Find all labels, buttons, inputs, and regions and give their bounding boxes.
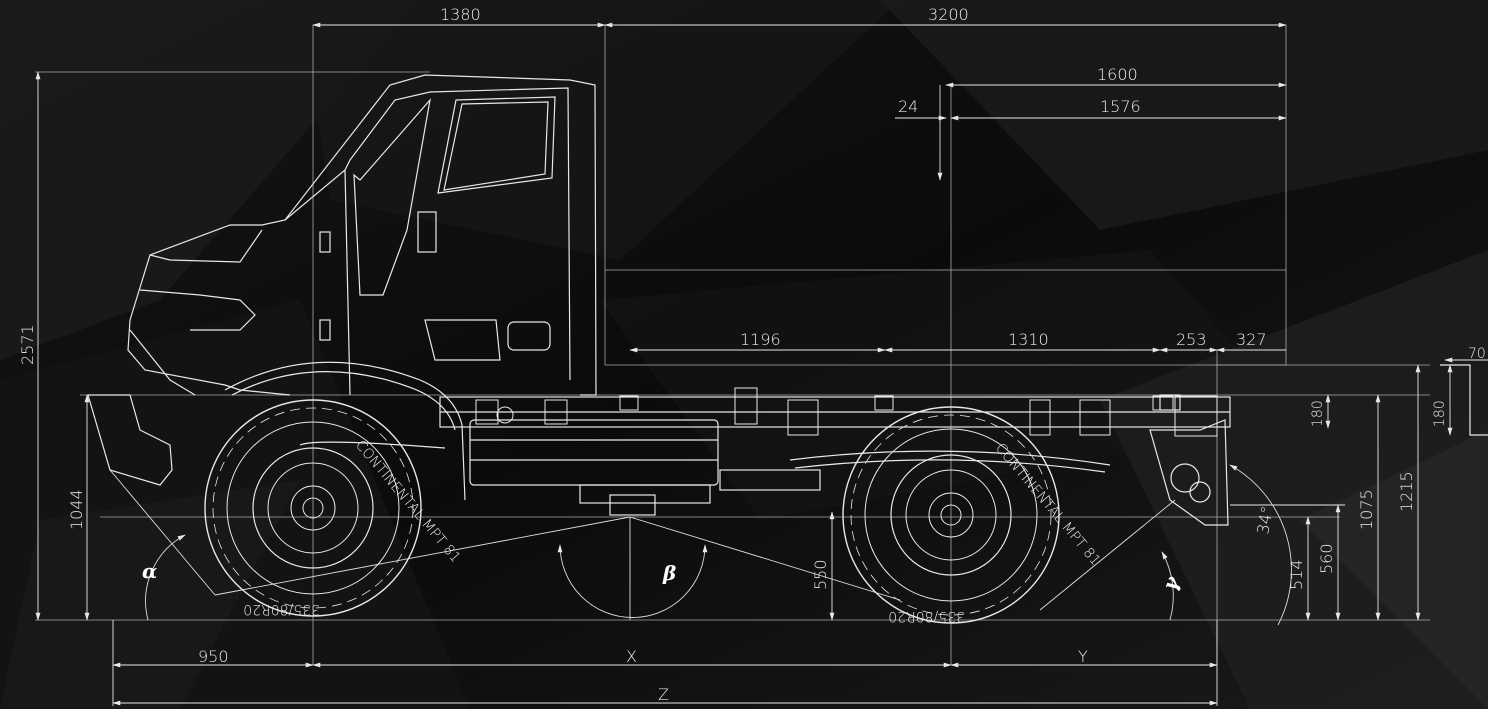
frame-brackets [475, 387, 1218, 437]
dim-1215: 1215 [1397, 471, 1416, 512]
dim-z: Z [658, 685, 669, 704]
dim-1576: 1576 [1100, 97, 1141, 116]
rear-wheel [842, 406, 1060, 624]
dim-180-frame: 180 [1310, 400, 1326, 427]
dim-1600: 1600 [1097, 65, 1138, 84]
ramp-angle-label: β [662, 561, 676, 585]
rear-tire-size: 335/80R20 [888, 608, 965, 624]
dimension-lines [35, 22, 1488, 706]
dim-2571: 2571 [18, 324, 37, 365]
dim-1310: 1310 [1008, 330, 1049, 349]
dim-550: 550 [811, 559, 830, 590]
dim-1380: 1380 [440, 5, 481, 24]
dim-y: Y [1078, 647, 1088, 666]
dim-24: 24 [898, 97, 918, 116]
dim-1075: 1075 [1357, 489, 1376, 530]
angle-lines [109, 85, 1292, 626]
front-tire-size: 335/80R20 [243, 601, 320, 617]
dim-180-detail: 180 [1432, 400, 1448, 427]
dim-x: X [626, 647, 637, 666]
dim-327: 327 [1236, 330, 1267, 349]
dimension-labels: 1380 3200 1600 1576 24 1196 1310 253 327… [18, 5, 1486, 704]
dim-253: 253 [1176, 330, 1207, 349]
dim-34-deg: 34° [1253, 504, 1277, 535]
dim-1044: 1044 [67, 489, 86, 530]
dim-1196: 1196 [740, 330, 781, 349]
dim-560: 560 [1317, 543, 1336, 574]
dim-514: 514 [1287, 559, 1306, 590]
approach-angle-label: α [142, 559, 157, 583]
dim-950: 950 [198, 647, 229, 666]
front-wheel [204, 399, 422, 617]
truck-outline [87, 74, 1488, 526]
reference-lines [35, 25, 1430, 665]
dim-70: 70 [1468, 346, 1486, 362]
dim-3200: 3200 [928, 5, 969, 24]
